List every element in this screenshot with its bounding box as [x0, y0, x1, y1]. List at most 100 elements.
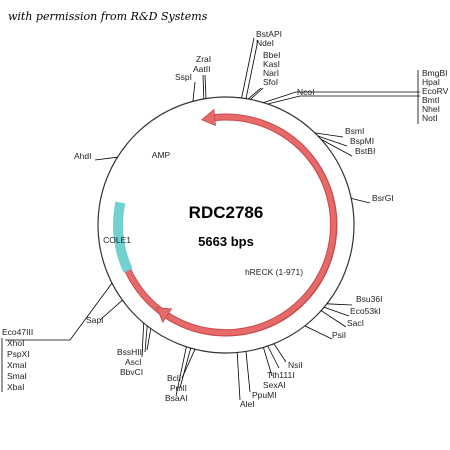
site-tick	[351, 198, 371, 204]
site-group-alei: AleI	[240, 399, 255, 409]
site-group-bstapi: BstAPI NdeI	[256, 29, 282, 48]
site-label: BsrGI	[372, 193, 394, 203]
site-label: BsaAI	[165, 393, 188, 403]
site-tick	[263, 347, 273, 377]
feature-band-2	[113, 201, 133, 273]
site-label: XmaI	[7, 360, 27, 370]
feature-arrow-fill-1	[165, 127, 337, 336]
site-tick	[247, 87, 262, 100]
site-tick	[146, 328, 152, 351]
site-label: ZraI	[196, 54, 211, 64]
site-label: Eco53kI	[350, 306, 381, 316]
feature-label-hreck: hRECK (1-971)	[245, 267, 303, 277]
site-label: AleI	[240, 399, 255, 409]
site-tick	[192, 81, 196, 102]
site-label: AhdI	[74, 151, 92, 161]
site-group-bsrgi: BsrGI	[372, 193, 394, 203]
site-label: BstAPI	[256, 29, 282, 39]
site-label: NsiI	[288, 360, 303, 370]
site-label: PspXI	[7, 349, 30, 359]
site-label: BsmI	[345, 126, 364, 136]
feature-arrow-head-0	[200, 108, 216, 127]
plasmid-name: RDC2786	[189, 203, 264, 222]
site-label: BspMI	[350, 136, 374, 146]
site-label: BstBI	[355, 146, 375, 156]
site-group-sspi: SspI	[175, 72, 192, 82]
site-label: NdeI	[256, 38, 274, 48]
site-group-ahdi: AhdI	[74, 151, 92, 161]
site-tick	[326, 303, 353, 306]
site-label: KasI	[263, 59, 280, 69]
site-label: NheI	[422, 104, 440, 114]
site-label: BbvCI	[120, 367, 143, 377]
site-tick	[304, 325, 333, 340]
site-label: EcoRV	[422, 86, 449, 96]
credit-text: with permission from R&D Systems	[8, 10, 208, 23]
feature-label-amp: AMP	[152, 150, 171, 160]
site-tick	[245, 351, 251, 393]
site-tick	[317, 135, 348, 147]
site-label: XbaI	[7, 382, 25, 392]
site-label: Tth111I	[267, 370, 295, 380]
site-ticks	[1, 37, 420, 401]
site-label: NarI	[263, 68, 279, 78]
site-group-bsu36i: Bsu36I Eco53kI SacI	[347, 294, 382, 328]
site-tick	[320, 310, 347, 328]
site-tick	[99, 299, 123, 321]
site-label: XhoI	[7, 338, 25, 348]
site-label: PsiI	[332, 330, 346, 340]
site-label: HpaI	[422, 77, 440, 87]
site-tick	[314, 132, 344, 138]
site-group-bbei: BbeI KasI NarI SfoI	[263, 50, 281, 87]
site-tick	[94, 156, 118, 161]
site-label: Bsu36I	[356, 294, 382, 304]
site-label: SfoI	[263, 77, 278, 87]
site-label: BmtI	[422, 95, 439, 105]
site-tick	[204, 74, 207, 99]
site-tick	[202, 74, 205, 99]
site-label: BbeI	[263, 50, 281, 60]
site-label: SspI	[175, 72, 192, 82]
site-group-sapi: SapI	[86, 315, 104, 325]
site-label: NcoI	[297, 87, 314, 97]
site-group-ncoi: NcoI	[297, 87, 314, 97]
site-group-nsii: NsiI Tth111I SexAI	[263, 360, 303, 390]
site-tick	[141, 323, 145, 358]
site-label: NotI	[422, 113, 438, 123]
site-group-bmgbi: BmgBI HpaI EcoRV BmtI NheI NotI	[422, 68, 449, 123]
site-group-eco47iii: Eco47III XhoI PspXI XmaI SmaI XbaI	[2, 327, 33, 392]
site-tick	[267, 345, 280, 369]
site-label: SexAI	[263, 380, 286, 390]
site-tick	[175, 346, 187, 397]
site-tick	[5, 282, 113, 341]
site-label: PpuMI	[252, 390, 277, 400]
site-label: AatII	[193, 64, 210, 74]
site-label: BssHII	[117, 347, 142, 357]
feature-layer	[113, 108, 338, 337]
site-label: BmgBI	[422, 68, 448, 78]
site-label: AscI	[125, 357, 142, 367]
site-tick	[179, 347, 192, 389]
site-label: SapI	[86, 315, 104, 325]
site-label: SacI	[347, 318, 364, 328]
plasmid-backbone	[97, 96, 355, 354]
site-tick	[250, 87, 264, 100]
site-tick	[320, 139, 353, 157]
site-group-zrai: ZraI AatII	[193, 54, 211, 74]
site-label: Eco47III	[2, 327, 33, 337]
site-tick	[273, 343, 287, 363]
plasmid-size: 5663 bps	[198, 234, 254, 249]
site-tick	[267, 95, 420, 105]
site-group-bcli: BclI PmlI BsaAI	[165, 373, 188, 403]
site-group-psii: PsiI	[332, 330, 346, 340]
site-group-bsmi: BsmI BspMI BstBI	[345, 126, 375, 156]
site-label: SmaI	[7, 371, 27, 381]
site-label: BclI	[167, 373, 181, 383]
feature-label-cole1: COLE1	[103, 235, 131, 245]
site-tick	[241, 37, 255, 99]
site-tick	[144, 325, 148, 353]
site-label: PmlI	[170, 383, 187, 393]
site-tick	[323, 306, 350, 317]
feature-arrow-head-1	[155, 307, 173, 324]
